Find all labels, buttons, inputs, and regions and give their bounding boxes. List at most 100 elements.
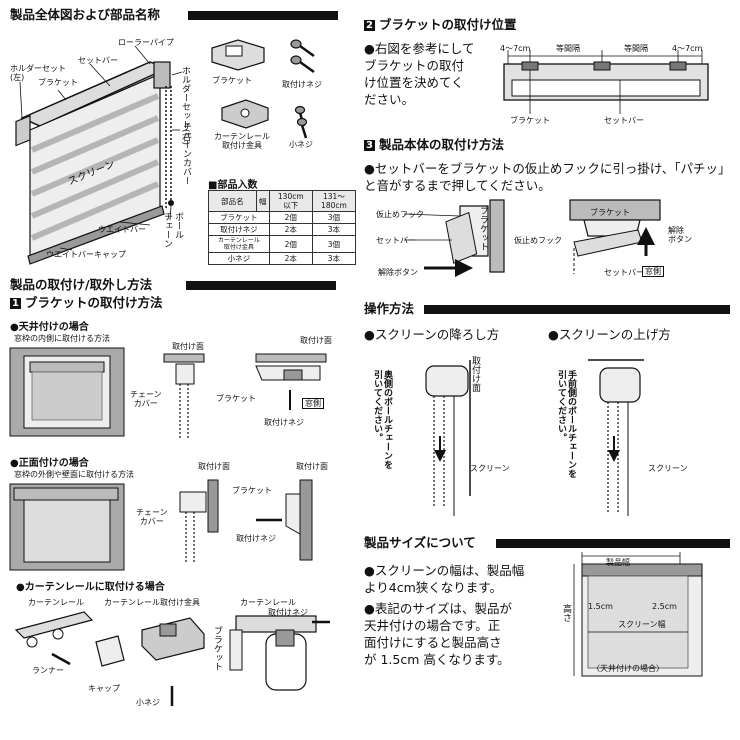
rail-title: ●カーテンレールに取付ける場合 — [16, 582, 165, 593]
raise-screen: スクリーン — [648, 464, 688, 473]
bullet-icon: ● — [364, 563, 375, 578]
bullet-icon: ● — [10, 458, 19, 469]
bullet-icon: ● — [10, 322, 19, 333]
s5-title-bar — [424, 305, 730, 314]
label-bracket: ブラケット — [38, 78, 78, 87]
label-bracket-right: ブラケット — [590, 208, 630, 217]
label-release-left: 解除ボタン — [378, 268, 418, 277]
label-set-bar-pos: セットバー — [604, 116, 644, 125]
col-130: 130cm 以下 — [268, 190, 313, 212]
lower-operation-illustration — [425, 360, 471, 516]
label-ball: ボール — [173, 212, 183, 239]
bullet-icon: ● — [364, 41, 375, 56]
size-dim-right: 2.5cm — [652, 602, 677, 611]
part-label-rail-fitting: カーテンレール 取付け金具 — [214, 132, 270, 150]
label-chain-cover: チェーンカバー — [181, 122, 191, 185]
step-1-badge: 1 — [10, 298, 21, 309]
label-weight-bar: ウエイトバー — [98, 225, 146, 234]
table-row: 小ネジ 2本 3本 — [208, 252, 357, 265]
label-bracket-vertical: ブラケット — [478, 206, 488, 251]
dim-equal-2: 等間隔 — [624, 44, 648, 53]
lower-mount-face: 取付け面 — [470, 356, 480, 392]
table-row: カーテンレール 取付け金具 2個 3個 — [208, 235, 357, 253]
bullet-icon: ● — [364, 601, 375, 616]
s5-title: 操作方法 — [364, 301, 415, 316]
label-chain: チェーン — [162, 212, 172, 248]
screw-part-icon — [290, 39, 315, 74]
s2-body: ●右図を参考にして ブラケットの取付 け位置を決めてく ださい。 — [364, 41, 475, 107]
s6-bullet-1: ●スクリーンの幅は、製品幅 より4cm狭くなります。 — [364, 563, 525, 595]
front-mount-illustration — [9, 479, 313, 571]
product-overview-illustration — [15, 39, 315, 265]
rail-bracket-vertical: ブラケット — [212, 626, 222, 671]
square-icon: ■ — [208, 180, 218, 191]
rail-curtain-rail-2: カーテンレール — [240, 598, 296, 607]
ceiling-mount-face-2: 取付け面 — [300, 336, 332, 345]
s4-title-bar — [186, 281, 336, 290]
dim-edge-right: 4〜7cm — [672, 44, 703, 53]
rail-curtain-rail: カーテンレール — [28, 598, 84, 607]
bullet-icon: ● — [364, 161, 375, 176]
rail-mount-illustration — [14, 611, 330, 706]
body-mount-diagram-left — [403, 199, 505, 277]
label-set-bar-right: セットバー — [604, 268, 644, 277]
bullet-icon: ● — [16, 582, 25, 593]
parts-count-table: 部品名 幅 130cm 以下 131〜 180cm ブラケット 2個 3個 取付… — [208, 190, 357, 265]
label-window-side: 窓側 — [642, 266, 664, 277]
front-title: ●正面付けの場合 — [10, 458, 89, 469]
label-set-bar: セットバー — [78, 56, 118, 65]
raise-operation-illustration — [588, 359, 644, 516]
label-release-right: 解除 ボタン — [668, 226, 692, 244]
rail-screw: 取付けネジ — [268, 608, 308, 617]
bullet-icon: ● — [364, 327, 375, 342]
step-3-badge: 3 — [364, 140, 375, 151]
part-label-bracket: ブラケット — [212, 76, 252, 85]
table-row: 取付けネジ 2本 3本 — [208, 223, 357, 236]
dim-equal-1: 等間隔 — [556, 44, 580, 53]
ceiling-bracket: ブラケット — [216, 394, 256, 403]
size-screen-width: スクリーン幅 — [618, 620, 666, 629]
lower-title: ●スクリーンの降ろし方 — [364, 327, 500, 342]
body-mount-diagram-right — [569, 199, 661, 274]
label-bracket-pos: ブラケット — [510, 116, 550, 125]
col-width: 幅 — [255, 190, 270, 212]
dim-edge-left: 4〜7cm — [500, 44, 531, 53]
ceiling-window-side: 窓側 — [302, 398, 324, 409]
rail-fitting: カーテンレール取付け金具 — [104, 598, 200, 607]
front-screw: 取付けネジ — [236, 534, 276, 543]
size-height: 高さ — [561, 604, 571, 622]
ceiling-title: ●天井付けの場合 — [10, 322, 89, 333]
s1-title: 製品全体図および部品名称 — [10, 7, 161, 22]
step-2-badge: 2 — [364, 20, 375, 31]
label-holder-left: ホルダーセット (左) — [10, 64, 66, 82]
product-size-diagram — [573, 552, 703, 677]
front-bracket: ブラケット — [232, 486, 272, 495]
s4-title: 製品の取付け/取外し方法 — [10, 277, 153, 292]
rail-cap: キャップ — [88, 684, 120, 693]
label-weight-bar-cap: ウエイトバーキャップ — [46, 250, 126, 259]
front-mount-face: 取付け面 — [198, 462, 230, 471]
bracket-position-diagram — [503, 50, 709, 114]
front-mount-face-2: 取付け面 — [296, 462, 328, 471]
label-hook: 仮止めフック — [376, 210, 424, 219]
s3-body: ●セットバーをブラケットの仮止めフックに引っ掛け、「パチッ」 と音がするまで押し… — [364, 161, 731, 193]
lower-instruction: 奥側のボールチェーンを 引いてください。 — [372, 370, 392, 469]
parts-table-title: ■部品入数 — [208, 180, 258, 191]
label-set-bar-left: セットバー — [376, 236, 416, 245]
ceiling-screw: 取付けネジ — [264, 418, 304, 427]
lower-screen: スクリーン — [470, 464, 510, 473]
raise-instruction: 手前側のボールチェーンを 引いてください。 — [556, 370, 576, 478]
s6-bullet-2: ●表記のサイズは、製品が 天井付けの場合です。正 面付けにすると製品高さ が 1… — [364, 601, 513, 667]
part-label-small-screw: 小ネジ — [289, 140, 313, 149]
s6-title-bar — [496, 539, 730, 548]
s1-title-bar — [188, 11, 338, 20]
col-131-180: 131〜 180cm — [311, 190, 357, 212]
s6-title: 製品サイズについて — [364, 535, 476, 550]
front-caption: 窓枠の外側や壁面に取付ける方法 — [14, 470, 134, 479]
ceiling-mount-face: 取付け面 — [172, 342, 204, 351]
table-header-row: 部品名 幅 130cm 以下 131〜 180cm — [208, 190, 357, 212]
ceiling-chain-cover: チェーン カバー — [130, 390, 162, 408]
